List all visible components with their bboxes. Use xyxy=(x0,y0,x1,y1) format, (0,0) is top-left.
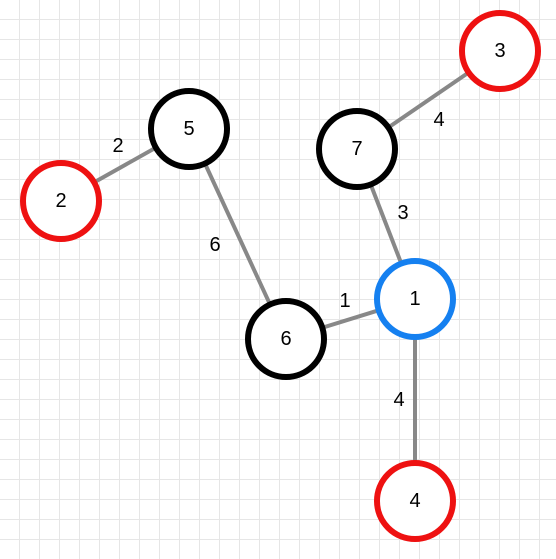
node-circle-1 xyxy=(374,258,456,340)
node-7: 7 xyxy=(316,108,398,190)
edge-weight-1-7: 3 xyxy=(397,202,408,224)
node-label-1: 1 xyxy=(409,288,420,310)
node-label-3: 3 xyxy=(494,40,505,62)
edge-labels-layer: 2 6 1 3 4 4 xyxy=(112,109,444,411)
node-4: 4 xyxy=(374,460,456,542)
node-label-7: 7 xyxy=(351,138,362,160)
node-circle-2 xyxy=(20,160,102,242)
edge-weight-6-1: 1 xyxy=(339,290,350,312)
node-circle-5 xyxy=(148,88,230,170)
node-6: 6 xyxy=(245,298,327,380)
node-3: 3 xyxy=(459,10,541,92)
node-label-5: 5 xyxy=(183,118,194,140)
node-5: 5 xyxy=(148,88,230,170)
node-circle-6 xyxy=(245,298,327,380)
node-label-4: 4 xyxy=(409,490,420,512)
edge-weight-5-6: 6 xyxy=(209,234,220,256)
node-label-2: 2 xyxy=(55,190,66,212)
edge-weight-7-3: 4 xyxy=(433,109,444,131)
edge-weight-1-4: 4 xyxy=(393,389,404,411)
node-label-6: 6 xyxy=(280,328,291,350)
node-circle-4 xyxy=(374,460,456,542)
node-2: 2 xyxy=(20,160,102,242)
edge-weight-2-5: 2 xyxy=(112,135,123,157)
node-circle-7 xyxy=(316,108,398,190)
node-1: 1 xyxy=(374,258,456,340)
nodes-layer: 1 2 3 4 5 6 7 xyxy=(20,10,541,542)
node-circle-3 xyxy=(459,10,541,92)
